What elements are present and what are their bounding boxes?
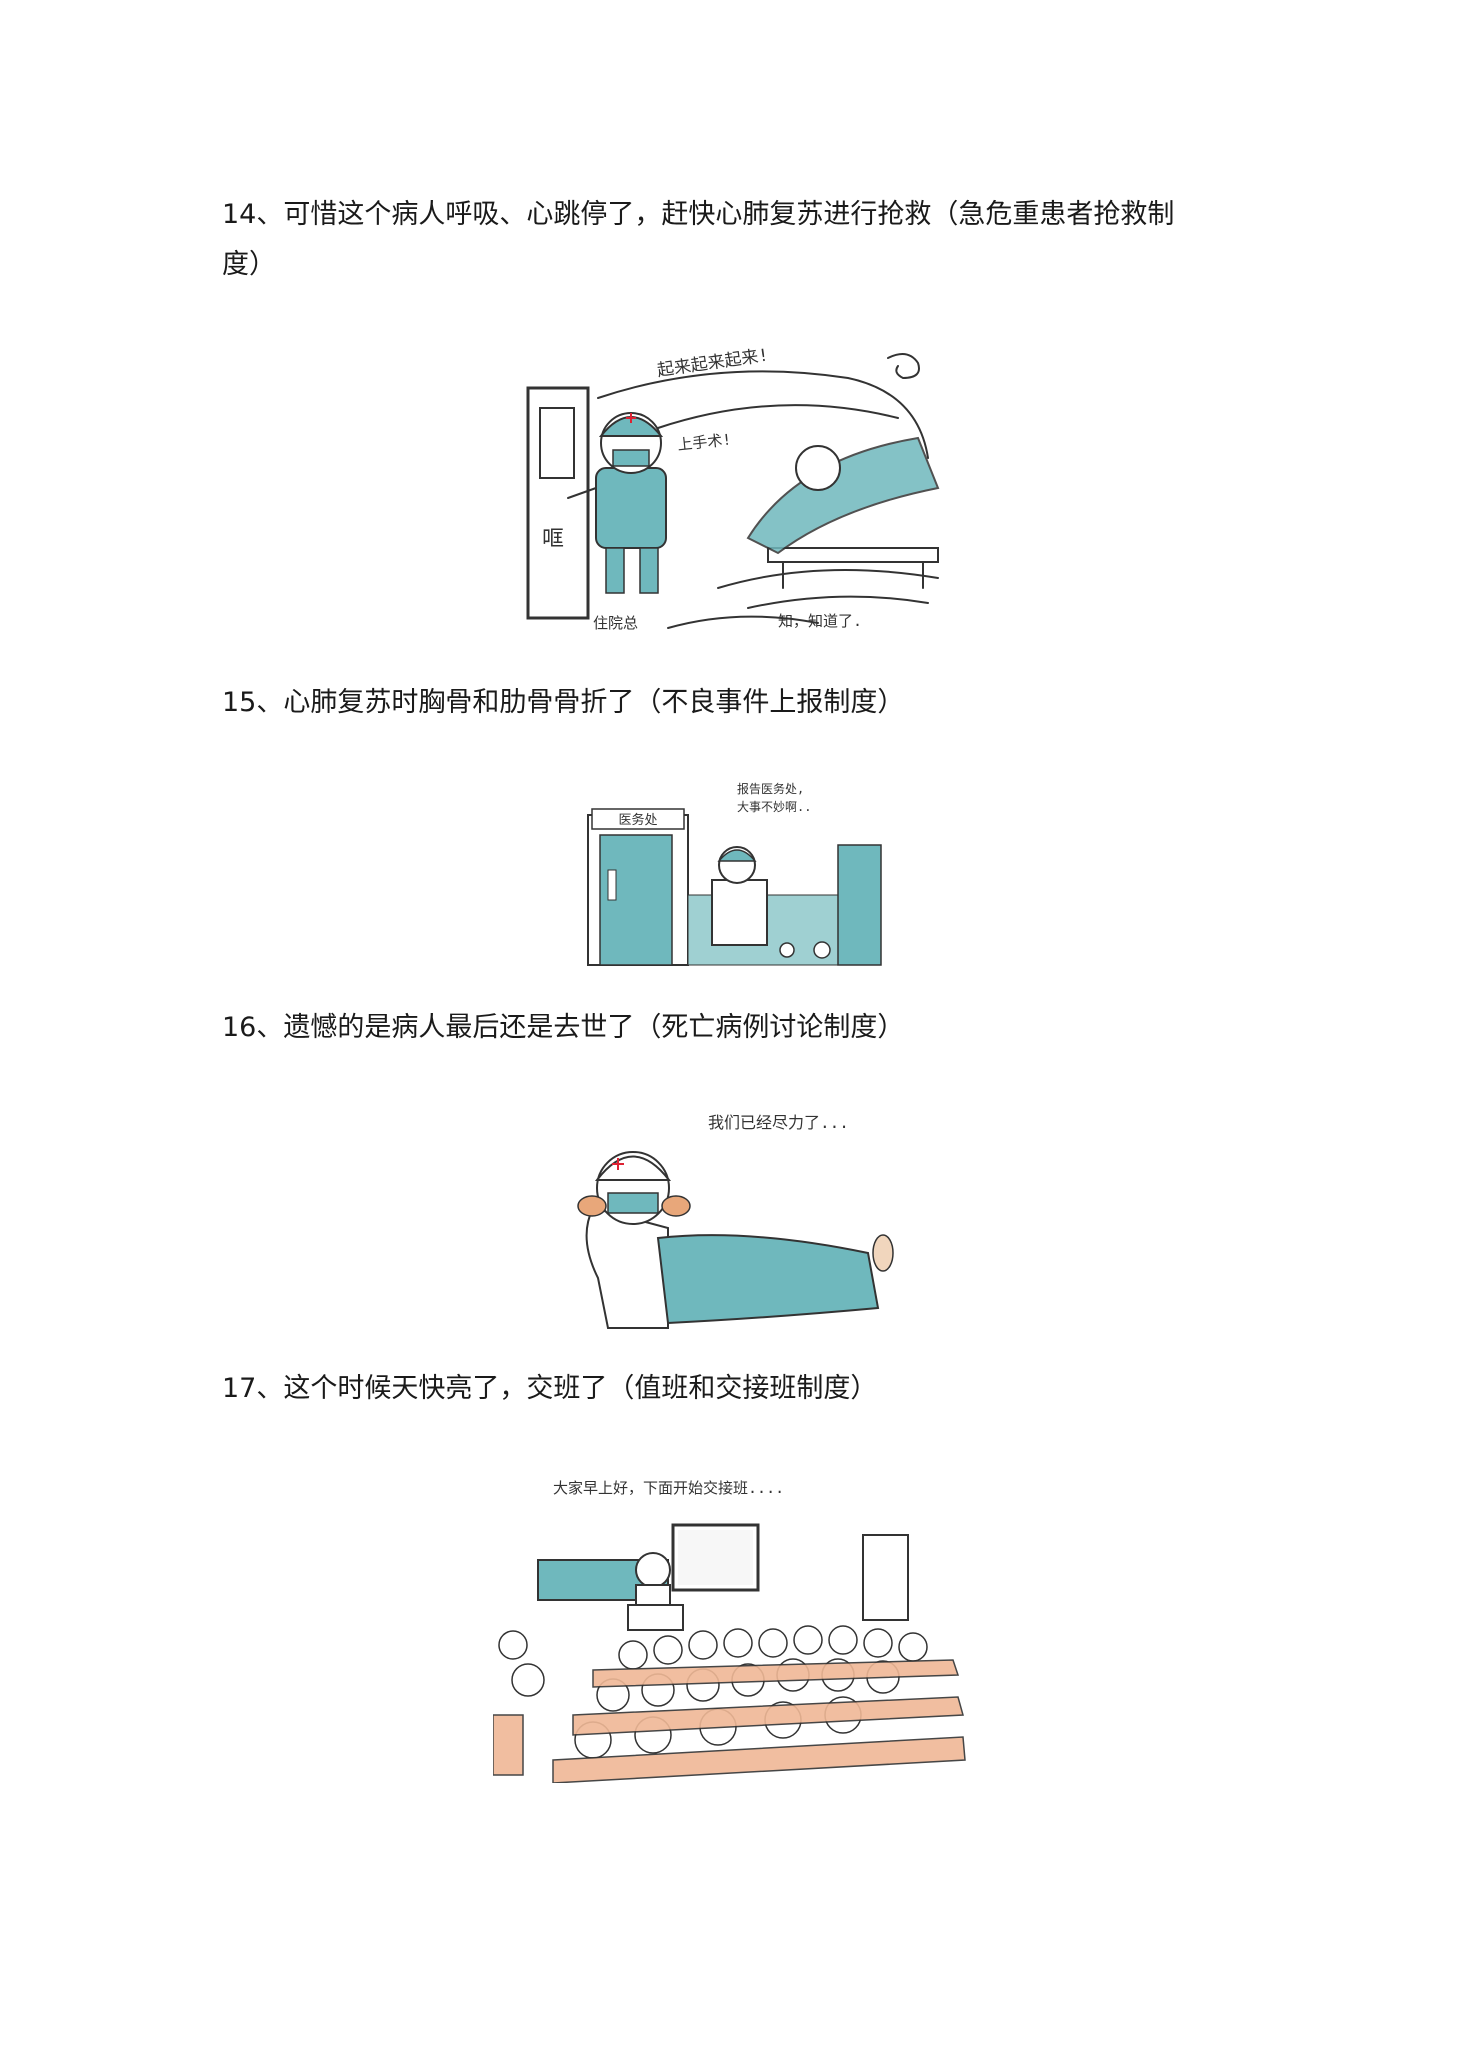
patient-death-illustration: 我们已经尽力了...	[577, 1113, 894, 1329]
report-line-2: 大事不妙啊..	[737, 800, 811, 814]
shift-handover-illustration: 大家早上好，下面开始交接班....	[493, 1479, 966, 1783]
speech-text: 我们已经尽力了...	[708, 1113, 849, 1132]
caption-14: 14、可惜这个病人呼吸、心跳停了，赶快心肺复苏进行抢救（急危重患者抢救制度）	[222, 199, 1175, 280]
caption-16: 16、遗憾的是病人最后还是去世了（死亡病例讨论制度）	[222, 1012, 905, 1043]
office-sign: 医务处	[618, 812, 657, 828]
caption-17: 17、这个时候天快亮了，交班了（值班和交接班制度）	[222, 1373, 878, 1404]
resident-label: 住院总	[593, 614, 638, 632]
report-to-medical-office-illustration: 医务处 报告医务处, 大事不妙啊..	[587, 781, 882, 966]
caption-15: 15、心肺复苏时胸骨和肋骨骨折了（不良事件上报制度）	[222, 687, 905, 718]
order-text: 上手术!	[677, 430, 733, 454]
bang-text: 哐	[542, 527, 564, 552]
reply-text: 知，知道了.	[778, 612, 862, 630]
report-line-1: 报告医务处,	[737, 781, 804, 796]
speech-text: 大家早上好，下面开始交接班....	[553, 1479, 784, 1497]
shout-text: 起来起来起来!	[656, 346, 770, 381]
cpr-rescue-illustration: 起来起来起来! 上手术! 哐 住院总 知，知道了.	[526, 346, 940, 632]
